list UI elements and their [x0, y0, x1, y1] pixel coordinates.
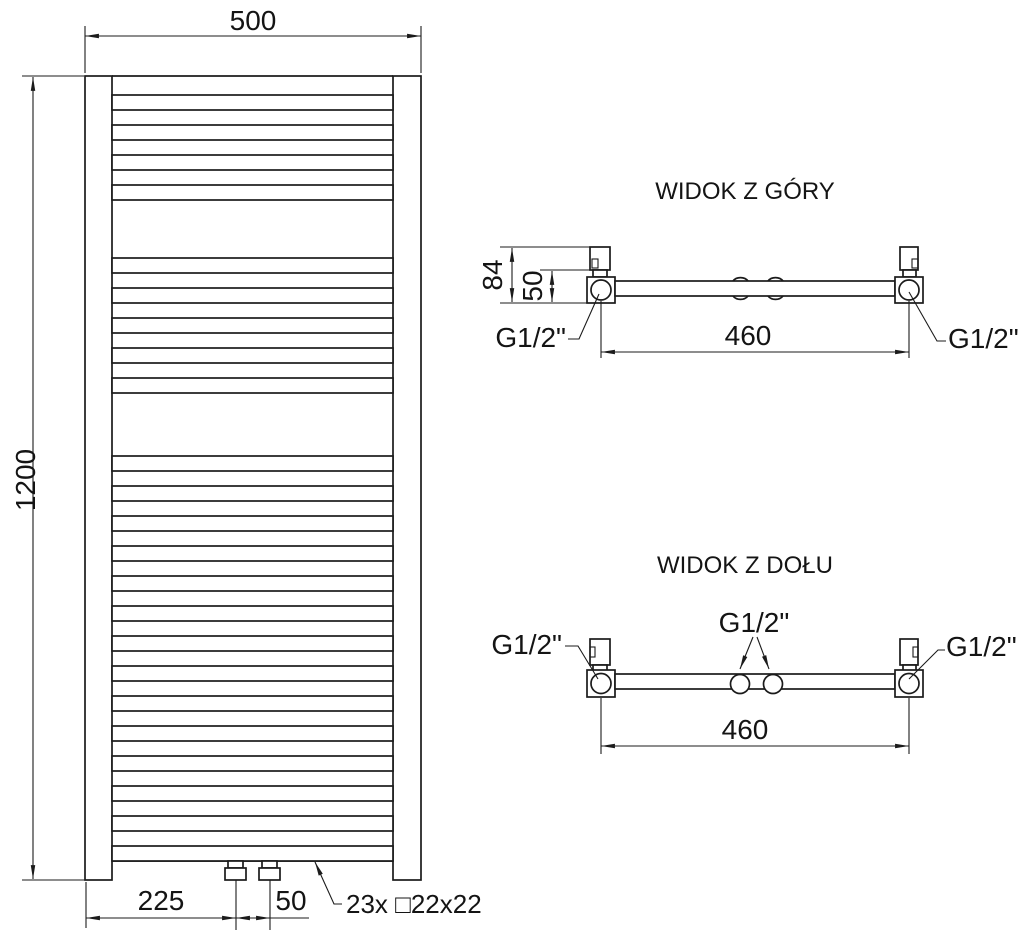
dimension-bracket-offset: 50 [517, 269, 593, 303]
rung [111, 124, 394, 141]
leader-line [908, 291, 946, 342]
valve-spacing-label: 50 [275, 885, 306, 916]
rung [111, 845, 394, 862]
valve-right [258, 860, 281, 930]
bracket-clip [589, 646, 596, 658]
valve-body [224, 867, 247, 881]
left-collector-tube [84, 75, 113, 881]
rung [111, 785, 394, 802]
dimension-width-label: 500 [230, 5, 277, 36]
rung [111, 184, 394, 201]
bottom-view: WIDOK Z DOŁU G1/2" [491, 552, 1017, 754]
wall-bracket [899, 638, 919, 666]
axis-spacing-label: 460 [725, 320, 772, 351]
leader-line [739, 636, 754, 670]
rung [111, 257, 394, 274]
thread-left-label: G1/2" [491, 629, 562, 660]
top-view: WIDOK Z GÓRY 84 [477, 178, 1019, 358]
leader-line [908, 649, 945, 680]
leader-line [565, 645, 599, 680]
valve-cap [261, 860, 278, 869]
rung [111, 665, 394, 682]
dimension-width: 500 [84, 5, 422, 73]
rung [111, 94, 394, 111]
rung [111, 154, 394, 171]
center-port-bump [732, 295, 749, 301]
bracket-offset-label: 50 [517, 270, 548, 301]
bracket-clip [591, 258, 599, 269]
dimension-height-label: 1200 [10, 449, 41, 511]
rung [111, 695, 394, 712]
thread-label-left: G1/2" [491, 629, 599, 680]
rung [111, 287, 394, 304]
thread-label-center: G1/2" [719, 607, 790, 670]
right-collector-tube [392, 75, 422, 881]
rung [111, 317, 394, 334]
thread-label-right: G1/2" [908, 291, 1019, 354]
thread-right-label: G1/2" [948, 323, 1019, 354]
connection-port [898, 279, 920, 301]
bottom-view-title: WIDOK Z DOŁU [657, 552, 833, 579]
center-connection-port [729, 673, 751, 695]
connection-port [898, 672, 920, 695]
right-bracket-assembly [894, 638, 924, 698]
thread-label-left: G1/2" [495, 293, 600, 353]
wall-bracket [589, 638, 611, 666]
rung-group [111, 94, 394, 862]
dimension-axis-spacing-top: 460 [600, 301, 910, 358]
center-connection-port [762, 673, 784, 695]
valve-body [258, 867, 281, 881]
thread-right-label: G1/2" [946, 631, 1017, 662]
center-port-bump [767, 295, 784, 301]
rung [111, 455, 394, 472]
depth-label: 84 [477, 259, 508, 290]
thread-left-label: G1/2" [495, 322, 566, 353]
right-bracket-assembly [894, 246, 924, 304]
dimension-height: 1200 [10, 75, 112, 881]
rung [111, 515, 394, 532]
leader-line [756, 636, 770, 670]
center-port-bump [732, 276, 749, 282]
rung [111, 485, 394, 502]
bracket-neck [902, 269, 917, 278]
left-bracket-assembly [586, 246, 616, 304]
valve-offset-label: 225 [138, 885, 185, 916]
rung [111, 575, 394, 592]
rung [111, 635, 394, 652]
rung [111, 755, 394, 772]
rung [111, 545, 394, 562]
thread-label-right: G1/2" [908, 631, 1017, 680]
top-view-title: WIDOK Z GÓRY [655, 178, 835, 205]
leader-line [314, 861, 342, 905]
valve-cap [227, 860, 244, 869]
rung [111, 725, 394, 742]
connection-port [590, 279, 612, 301]
rail-profile [614, 673, 896, 690]
rung [111, 605, 394, 622]
rung-note-label: 23x □22x22 [346, 889, 482, 919]
bracket-neck [592, 269, 608, 278]
rail-profile [614, 280, 896, 297]
dimension-axis-spacing-bottom: 460 [600, 698, 910, 754]
bracket-clip [911, 258, 919, 269]
center-port-bump [767, 276, 784, 282]
front-view: 500 1200 225 50 23x □22x22 [10, 5, 482, 930]
connection-port [590, 672, 612, 695]
dimension-depth: 84 [477, 246, 590, 304]
rung-note: 23x □22x22 [314, 861, 482, 919]
valve-left [224, 860, 247, 930]
rung [111, 347, 394, 364]
rung [111, 377, 394, 394]
axis-spacing-label: 460 [722, 714, 769, 745]
thread-center-label: G1/2" [719, 607, 790, 638]
bracket-clip [912, 646, 919, 658]
leader-line [568, 293, 600, 340]
dimension-valves: 225 50 [85, 882, 309, 928]
rung [111, 815, 394, 832]
